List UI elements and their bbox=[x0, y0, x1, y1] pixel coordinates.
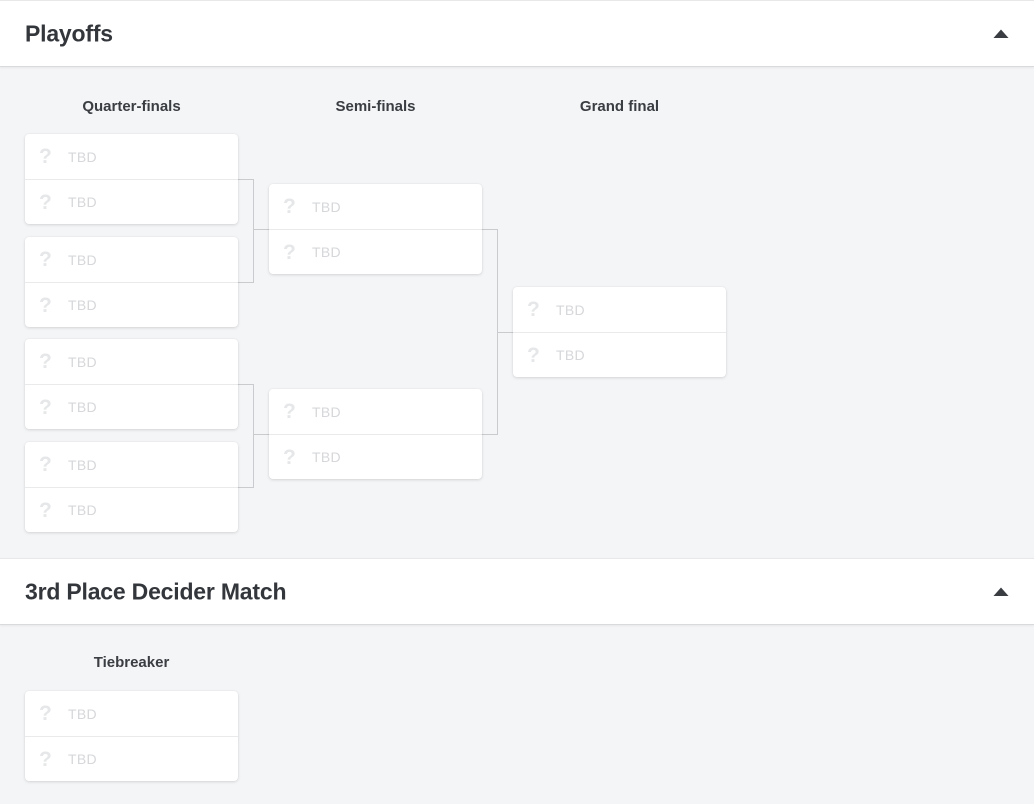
question-mark-icon: ? bbox=[527, 343, 540, 367]
question-mark-icon: ? bbox=[39, 190, 52, 214]
participant-name: TBD bbox=[556, 347, 585, 363]
match-card[interactable]: ? TBD ? TBD bbox=[25, 237, 238, 327]
match-slot[interactable]: ? TBD bbox=[25, 736, 238, 781]
question-mark-icon: ? bbox=[39, 145, 52, 168]
match-slot[interactable]: ? TBD bbox=[25, 237, 238, 282]
participant-name: TBD bbox=[68, 705, 97, 722]
participant-name: TBD bbox=[68, 148, 97, 165]
bracket-connector bbox=[238, 179, 253, 180]
match-slot[interactable]: ? TBD bbox=[269, 434, 482, 479]
participant-name: TBD bbox=[68, 251, 97, 268]
participant-name: TBD bbox=[68, 751, 97, 767]
match-slot[interactable]: ? TBD bbox=[25, 442, 238, 487]
bracket-connector bbox=[253, 384, 254, 488]
match-slot[interactable]: ? TBD bbox=[25, 282, 238, 327]
section-header-third-place[interactable]: 3rd Place Decider Match bbox=[0, 558, 1034, 625]
participant-name: TBD bbox=[312, 403, 341, 420]
question-mark-icon: ? bbox=[39, 293, 52, 317]
match-slot[interactable]: ? TBD bbox=[269, 184, 482, 229]
match-slot[interactable]: ? TBD bbox=[25, 487, 238, 532]
match-card[interactable]: ? TBD ? TBD bbox=[513, 287, 726, 377]
match-slot[interactable]: ? TBD bbox=[25, 339, 238, 384]
participant-name: TBD bbox=[68, 502, 97, 518]
match-slot[interactable]: ? TBD bbox=[25, 691, 238, 736]
bracket-connector bbox=[482, 229, 497, 230]
caret-up-icon[interactable] bbox=[990, 581, 1012, 603]
match-slot[interactable]: ? TBD bbox=[25, 179, 238, 224]
match-card[interactable]: ? TBD ? TBD bbox=[25, 134, 238, 224]
question-mark-icon: ? bbox=[39, 498, 52, 522]
match-card[interactable]: ? TBD ? TBD bbox=[269, 184, 482, 274]
question-mark-icon: ? bbox=[39, 395, 52, 419]
participant-name: TBD bbox=[68, 194, 97, 210]
question-mark-icon: ? bbox=[283, 445, 296, 469]
round-label-grand-final: Grand final bbox=[579, 98, 660, 115]
question-mark-icon: ? bbox=[39, 747, 52, 771]
question-mark-icon: ? bbox=[39, 248, 52, 271]
question-mark-icon: ? bbox=[527, 298, 540, 321]
participant-name: TBD bbox=[68, 297, 97, 313]
match-slot[interactable]: ? TBD bbox=[269, 389, 482, 434]
question-mark-icon: ? bbox=[283, 195, 296, 218]
participant-name: TBD bbox=[312, 198, 341, 215]
participant-name: TBD bbox=[68, 353, 97, 370]
match-slot[interactable]: ? TBD bbox=[269, 229, 482, 274]
participant-name: TBD bbox=[68, 456, 97, 473]
match-card[interactable]: ? TBD ? TBD bbox=[269, 389, 482, 479]
participant-name: TBD bbox=[312, 244, 341, 260]
bracket-connector bbox=[482, 434, 497, 435]
match-slot[interactable]: ? TBD bbox=[513, 332, 726, 377]
match-slot[interactable]: ? TBD bbox=[25, 384, 238, 429]
round-label-tiebreaker: Tiebreaker bbox=[93, 654, 170, 671]
question-mark-icon: ? bbox=[39, 453, 52, 476]
bracket-connector bbox=[238, 487, 253, 488]
question-mark-icon: ? bbox=[39, 350, 52, 373]
bracket-connector bbox=[253, 179, 254, 283]
section-header-playoffs[interactable]: Playoffs bbox=[0, 0, 1034, 67]
bracket-connector bbox=[253, 229, 269, 230]
round-label-semi-finals: Semi-finals bbox=[335, 98, 416, 115]
bracket-connector bbox=[238, 384, 253, 385]
match-card[interactable]: ? TBD ? TBD bbox=[25, 691, 238, 781]
match-card[interactable]: ? TBD ? TBD bbox=[25, 339, 238, 429]
section-title-third-place: 3rd Place Decider Match bbox=[25, 578, 287, 604]
bracket-connector bbox=[497, 332, 513, 333]
round-label-quarter-finals: Quarter-finals bbox=[82, 98, 181, 115]
bracket-connector bbox=[238, 282, 253, 283]
match-card[interactable]: ? TBD ? TBD bbox=[25, 442, 238, 532]
question-mark-icon: ? bbox=[283, 400, 296, 423]
match-slot[interactable]: ? TBD bbox=[25, 134, 238, 179]
bracket-connector bbox=[253, 434, 269, 435]
question-mark-icon: ? bbox=[39, 702, 52, 725]
participant-name: TBD bbox=[556, 301, 585, 318]
match-slot[interactable]: ? TBD bbox=[513, 287, 726, 332]
participant-name: TBD bbox=[68, 399, 97, 415]
caret-up-icon[interactable] bbox=[990, 23, 1012, 45]
participant-name: TBD bbox=[312, 449, 341, 465]
page-title: Playoffs bbox=[25, 20, 113, 46]
question-mark-icon: ? bbox=[283, 240, 296, 264]
